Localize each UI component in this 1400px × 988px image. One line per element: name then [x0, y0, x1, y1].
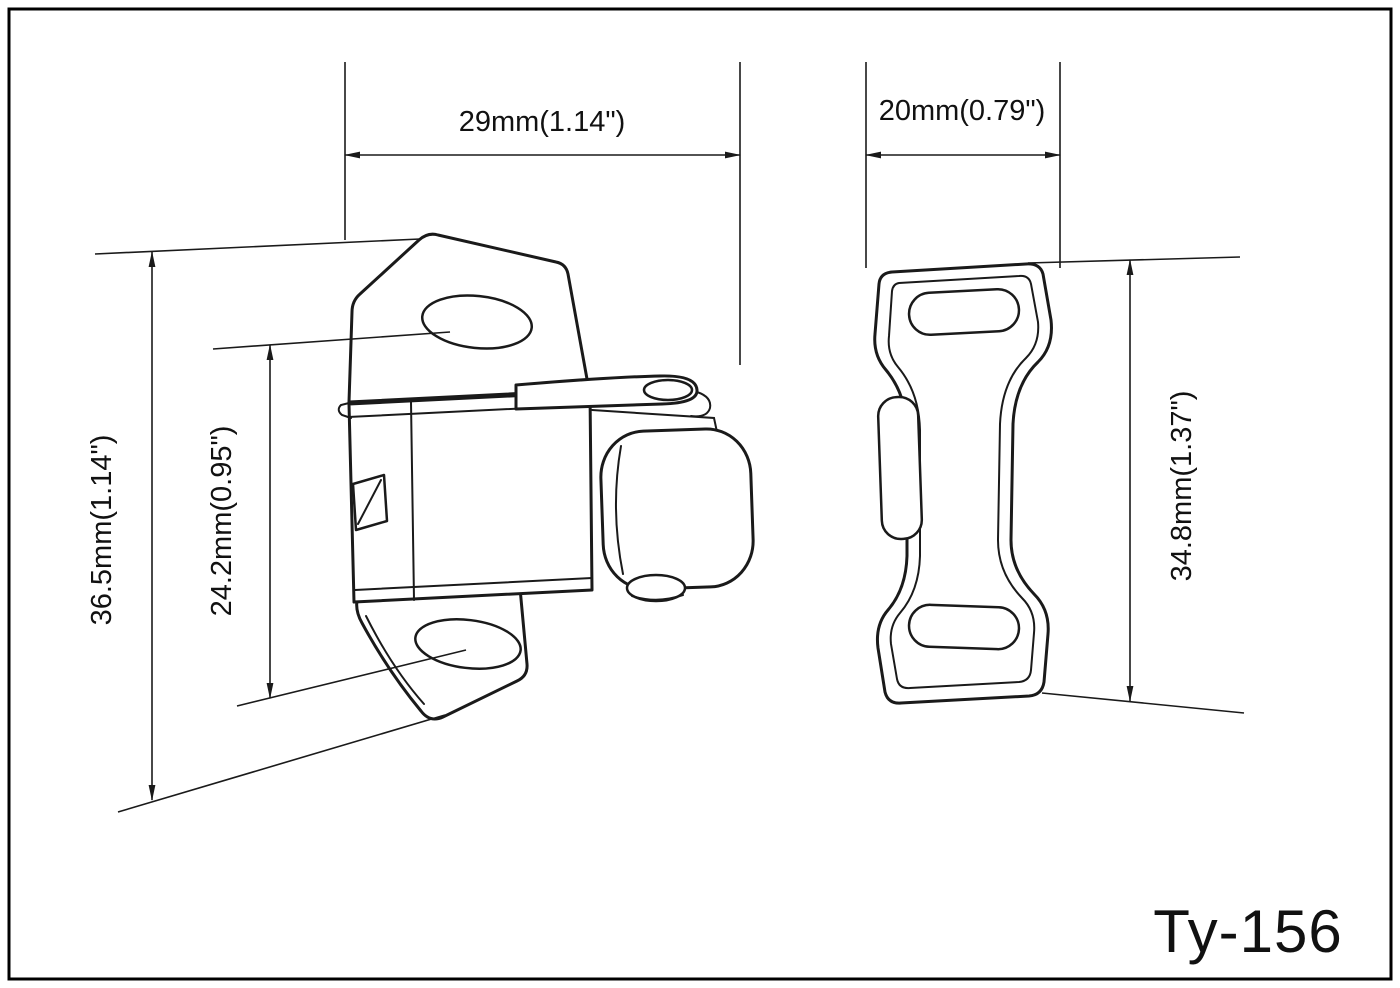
catch-roller-shading-line	[614, 445, 624, 575]
catch-roller-axle	[625, 573, 687, 603]
catch-roller-axle-arc	[631, 594, 684, 601]
plate-waist-emboss	[876, 395, 924, 541]
extension-line-top	[1027, 256, 1241, 264]
extension-line-bottom	[1041, 692, 1245, 714]
catch-side-hole-slot-line	[357, 479, 382, 525]
dim-slot-spacing: 24.2mm(0.95")	[206, 331, 467, 707]
extension-line-bottom	[236, 649, 467, 707]
border-frame	[7, 7, 1393, 981]
catch-bracket-top-edge	[591, 409, 718, 433]
dim-label-slot-spacing: 24.2mm(0.95")	[206, 426, 238, 617]
plate-inner-outline	[887, 274, 1040, 690]
extension-line-top	[94, 238, 421, 255]
dim-catch-width: 29mm(1.14")	[344, 62, 741, 365]
dim-catch-height: 36.5mm(1.14")	[86, 238, 446, 813]
roller-catch-drawing	[337, 232, 755, 721]
catch-fold-line-bottom	[354, 577, 593, 591]
model-number-label: Ty-156	[1153, 898, 1342, 965]
dim-label-catch-height: 36.5mm(1.14")	[86, 435, 118, 626]
catch-roller	[599, 427, 755, 591]
catch-fold-lip	[337, 402, 352, 419]
dim-plate-height: 34.8mm(1.37")	[1027, 256, 1245, 714]
extension-line-top	[212, 331, 451, 350]
catch-body-box	[347, 390, 594, 604]
dim-label-catch-width: 29mm(1.14")	[459, 106, 626, 138]
plate-outer-outline	[873, 262, 1053, 705]
catch-top-mounting-slot	[420, 294, 534, 350]
plate-top-mounting-slot	[907, 287, 1021, 337]
dim-label-plate-width: 20mm(0.79")	[879, 95, 1046, 127]
strike-plate-drawing	[873, 262, 1053, 705]
catch-pivot-pin	[642, 378, 694, 402]
catch-bottom-flange-hem-line	[365, 615, 425, 705]
dim-label-plate-height: 34.8mm(1.37")	[1166, 391, 1198, 582]
extension-line-bottom	[117, 714, 446, 813]
dim-plate-width: 20mm(0.79")	[865, 62, 1061, 268]
catch-front-edge-line	[410, 401, 415, 601]
plate-bottom-mounting-slot	[907, 603, 1021, 651]
